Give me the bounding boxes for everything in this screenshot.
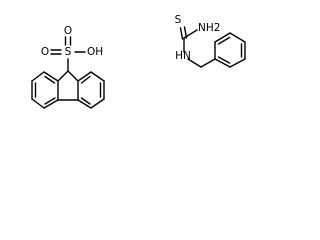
benzylthiourea-structure: S NH2 HN [175, 14, 246, 68]
nh-group-label: HN [175, 50, 191, 62]
benzyl-benzene-ring [214, 32, 246, 68]
fluorene-right-benzene-ring [77, 71, 105, 109]
structure-canvas: S O O OH [31, 14, 246, 109]
oxygen-left-atom-label: O [41, 46, 49, 58]
carbon-amine-bond [183, 29, 198, 39]
amine-group-label: NH2 [198, 22, 220, 34]
fluorene-sulfonic-acid-structure: S O O OH [31, 25, 105, 109]
sulfur-atom-label: S [65, 46, 72, 58]
oxygen-top-atom-label: O [64, 25, 72, 37]
fluorene-five-membered-ring [57, 70, 79, 101]
sulfur-oxygen-left-double-bond [50, 49, 62, 55]
sulfur-atom-label-thiourea: S [175, 14, 182, 26]
nh-methylene-bond [187, 58, 202, 68]
hydroxyl-group-label: OH [87, 46, 103, 58]
sulfur-oxygen-top-double-bond [64, 36, 72, 46]
methylene-phenyl-bond [200, 58, 216, 68]
fluorene-left-benzene-ring [31, 71, 59, 109]
